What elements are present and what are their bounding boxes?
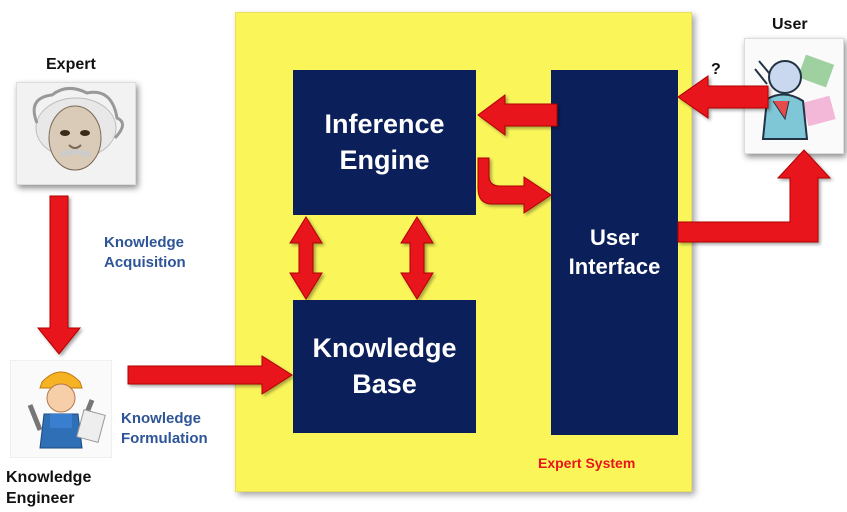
arrow-ie-kb-left <box>289 216 323 300</box>
arrow-engineer-to-kb <box>127 355 293 395</box>
inference-engine-label: Inference Engine <box>324 109 445 175</box>
knowledge-acquisition-label: Knowledge Acquisition <box>104 234 186 272</box>
expert-photo <box>16 82 136 185</box>
knowledge-engineer-label: Knowledge Engineer <box>6 469 92 507</box>
expert-label: Expert <box>46 56 96 73</box>
knowledge-engineer-icon <box>9 359 113 459</box>
arrow-inference-to-ui <box>477 157 552 214</box>
knowledge-base-label: Knowledge Base <box>312 333 457 399</box>
expert-system-label: Expert System <box>538 455 636 471</box>
user-label: User <box>772 16 808 33</box>
arrow-ie-kb-right <box>400 216 434 300</box>
einstein-portrait-icon <box>17 83 135 184</box>
arrow-ui-to-inference <box>477 94 558 136</box>
knowledge-formulation-label: Knowledge Formulation <box>121 410 208 448</box>
arrow-user-to-ui <box>677 75 769 119</box>
arrow-expert-to-engineer <box>36 195 82 355</box>
knowledge-base-block: Knowledge Base <box>293 300 476 433</box>
user-interface-block: User Interface <box>551 70 678 435</box>
user-interface-label: User Interface <box>568 224 661 279</box>
engineer-figure <box>9 359 113 459</box>
question-mark-label: ? <box>711 61 721 78</box>
arrow-ui-to-user <box>677 149 832 243</box>
inference-engine-block: Inference Engine <box>293 70 476 215</box>
